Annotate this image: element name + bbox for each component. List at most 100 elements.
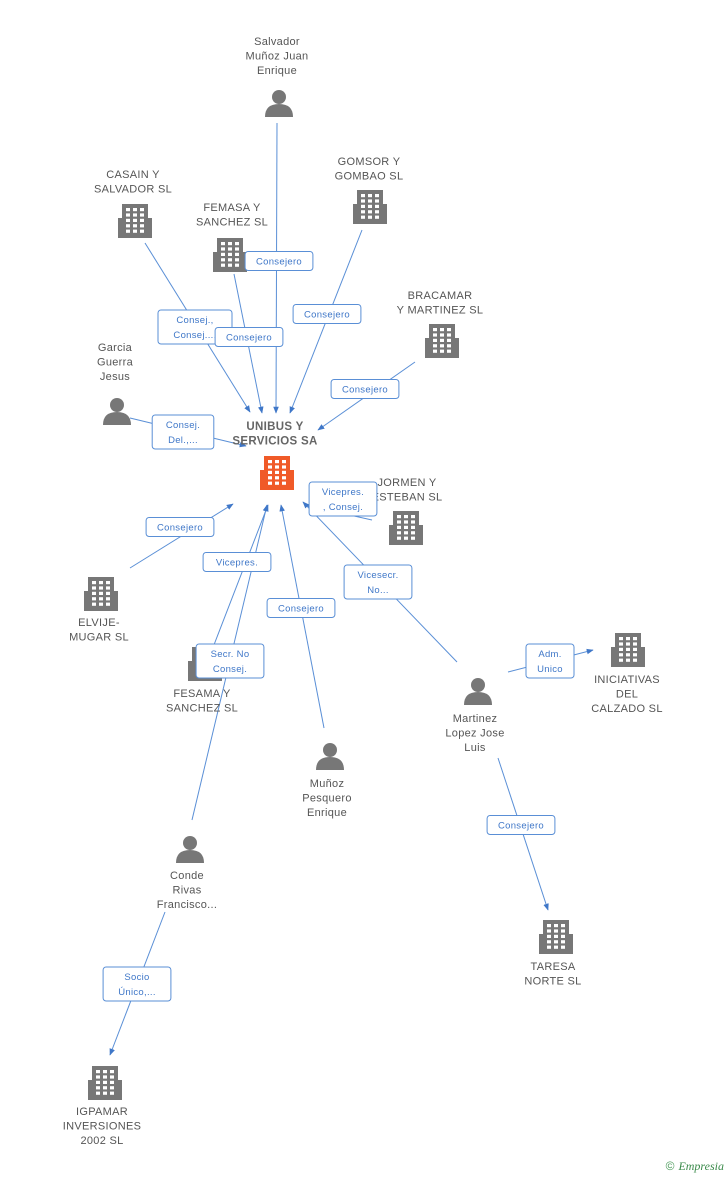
node-label-line: SANCHEZ SL [196, 217, 268, 229]
building-icon-unibus[interactable] [260, 456, 294, 490]
building-icon-iniciativas[interactable] [611, 633, 645, 667]
edge-label-femasa-to-unibus[interactable]: Consejero [214, 327, 284, 347]
edge-label-text: Consej., [176, 315, 213, 326]
edge-label-box [151, 414, 215, 450]
edge-label-martinez-to-unibus[interactable]: Vicesecr. No... [343, 564, 413, 600]
edge-label-box [244, 251, 314, 271]
building-icon-igpamar[interactable] [88, 1066, 122, 1100]
edge-label-text: Vicepres. [322, 487, 364, 498]
node-label-line: Conde [170, 870, 204, 882]
node-label-line: Muñoz [310, 778, 345, 790]
node-label-line: Luis [464, 742, 486, 754]
node-label-line: Rivas [172, 885, 201, 897]
node-label-line: INVERSIONES [63, 1121, 142, 1133]
node-label-taresa[interactable]: TARESA NORTE SL [524, 961, 581, 988]
edge-label-box [343, 564, 413, 600]
edge-label-text: Único,... [118, 987, 156, 998]
node-label-line: FESAMA Y [173, 688, 231, 700]
edge-label-text: Consej.... [173, 330, 216, 341]
node-label-jormen[interactable]: JORMEN Y ESTEBAN SL [372, 477, 443, 504]
edge-label-bracamar-to-unibus[interactable]: Consejero [330, 379, 400, 399]
brand-name: Empresia [678, 1159, 724, 1173]
node-label-line: Martinez [453, 713, 498, 725]
building-icon-gomsor[interactable] [353, 190, 387, 224]
node-label-line: JORMEN Y [377, 477, 436, 489]
node-label-line: NORTE SL [524, 976, 581, 988]
edge-label-text: Consejero [498, 821, 544, 832]
node-label-line: UNIBUS Y [246, 421, 303, 433]
node-label-line: CASAIN Y [106, 169, 160, 181]
edge-label-fesama-to-unibus[interactable]: Vicepres. [202, 552, 272, 572]
edge-label-martinez-to-taresa[interactable]: Consejero [486, 815, 556, 835]
edge-label-gomsor-to-unibus[interactable]: Consejero [292, 304, 362, 324]
edge-label-text: Secr. No [211, 649, 250, 660]
node-label-line: MUGAR SL [69, 632, 129, 644]
node-label-line: SALVADOR SL [94, 184, 172, 196]
empresia-logo[interactable]: ©Empresia [666, 1159, 724, 1174]
node-label-line: Lopez Jose [445, 728, 504, 740]
node-label-line: FEMASA Y [203, 202, 261, 214]
person-icon-salvador[interactable] [265, 90, 293, 117]
building-icon-taresa[interactable] [539, 920, 573, 954]
node-label-line: GOMBAO SL [335, 171, 404, 183]
node-label-bracamar[interactable]: BRACAMAR Y MARTINEZ SL [397, 290, 484, 317]
node-label-line: Y MARTINEZ SL [397, 305, 484, 317]
building-icon-elvije[interactable] [84, 577, 118, 611]
person-icon-garcia[interactable] [103, 398, 131, 425]
edge-label-box [145, 517, 215, 537]
edge-label-conde-to-igpamar[interactable]: SocioÚnico,... [102, 966, 172, 1002]
node-label-line: Enrique [257, 65, 297, 77]
person-icon-conde[interactable] [176, 836, 204, 863]
building-icon-jormen[interactable] [389, 511, 423, 545]
edge-label-box [202, 552, 272, 572]
building-icon-casain[interactable] [118, 204, 152, 238]
edge-label-garcia-to-unibus[interactable]: Consej.Del.,... [151, 414, 215, 450]
node-label-line: TARESA [531, 961, 576, 973]
edge-label-text: Consej. [166, 420, 200, 431]
edge-label-box [308, 481, 378, 517]
edge-label-text: Consej. [213, 664, 247, 675]
building-icon-femasa[interactable] [213, 238, 247, 272]
edge-label-martinez-to-iniciativas[interactable]: Adm.Unico [525, 643, 575, 679]
node-label-line: ELVIJE- [78, 617, 120, 629]
edge-label-jormen-to-unibus[interactable]: Vicepres., Consej. [308, 481, 378, 517]
node-label-elvije[interactable]: ELVIJE- MUGAR SL [69, 617, 129, 644]
node-label-line: Pesquero [302, 793, 352, 805]
node-label-line: SERVICIOS SA [232, 436, 317, 448]
node-label-line: ESTEBAN SL [372, 492, 443, 504]
person-icon-munoz[interactable] [316, 743, 344, 770]
node-label-line: Salvador [254, 36, 300, 48]
edge-label-elvije-to-unibus[interactable]: Consejero [145, 517, 215, 537]
edge-label-conde-to-unibus[interactable]: Secr. No Consej. [195, 643, 265, 679]
node-label-line: Guerra [97, 357, 134, 369]
node-label-line: CALZADO SL [591, 703, 662, 715]
edge-label-text: Vicesecr. [357, 570, 398, 581]
node-label-line: IGPAMAR [76, 1106, 128, 1118]
edge-label-text: Consejero [256, 257, 302, 268]
edge-label-text: Vicepres. [216, 558, 258, 569]
edge-label-salvador-to-unibus[interactable]: Consejero [244, 251, 314, 271]
node-label-unibus[interactable]: UNIBUS Y SERVICIOS SA [232, 421, 317, 448]
edge-fesama-to-unibus [211, 504, 269, 651]
node-label-line: BRACAMAR [408, 290, 473, 302]
edge-label-text: No... [367, 585, 389, 596]
person-icon-martinez[interactable] [464, 678, 492, 705]
edge-label-box [292, 304, 362, 324]
edge-label-text: Unico [537, 664, 563, 675]
edge-label-munoz-to-unibus[interactable]: Consejero [266, 598, 336, 618]
building-icon-bracamar[interactable] [425, 324, 459, 358]
node-label-casain[interactable]: CASAIN Y SALVADOR SL [94, 169, 172, 196]
node-label-femasa[interactable]: FEMASA Y SANCHEZ SL [196, 202, 268, 229]
edge-label-box [486, 815, 556, 835]
node-label-line: INICIATIVAS [594, 674, 660, 686]
